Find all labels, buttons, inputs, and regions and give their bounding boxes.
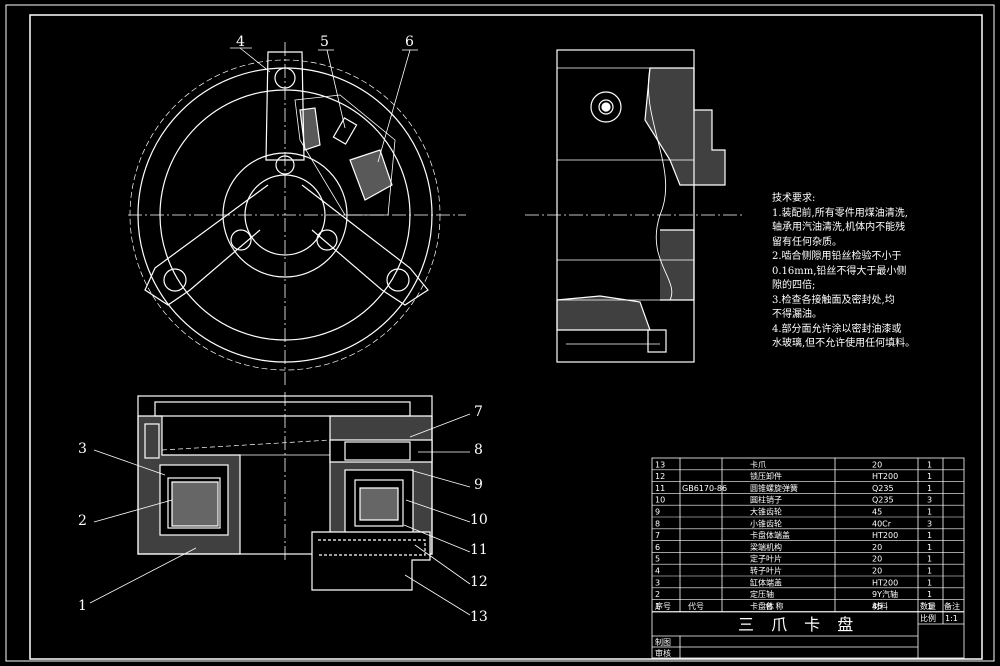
bom-cell: 7 xyxy=(655,531,660,540)
scale-value: 1:1 xyxy=(945,614,958,623)
note-line: 2.啮合侧隙用铅丝检验不小于 xyxy=(772,251,902,262)
bom-header-qty: 数量 xyxy=(920,601,936,611)
side-view xyxy=(525,49,745,363)
balloon-2: 2 xyxy=(78,513,87,529)
balloon-6: 6 xyxy=(405,34,414,50)
bom-cell: 转子叶片 xyxy=(750,566,782,576)
bom-header-code: 代号 xyxy=(688,601,704,611)
balloon-12: 12 xyxy=(470,574,488,590)
note-line: 不得漏油。 xyxy=(772,309,822,320)
bom-cell: 卡盘体端盖 xyxy=(750,530,790,540)
drawn-label: 制图 xyxy=(655,637,671,647)
bom-cell: 1 xyxy=(655,602,660,611)
bom-header-remark: 备注 xyxy=(944,601,960,611)
bom-cell: 6 xyxy=(655,543,660,552)
note-line: 4.部分面允许涂以密封油漆或 xyxy=(772,323,902,335)
technical-requirements: 技术要求: 1.装配前,所有零件用煤油清洗, 轴承用汽油清洗,机体内不能残 留有… xyxy=(772,192,972,352)
balloon-5: 5 xyxy=(320,34,329,50)
bom-cell: 10 xyxy=(655,496,665,505)
bom-header-material: 材料 xyxy=(872,601,888,611)
bom-cell: 3 xyxy=(655,578,660,587)
front-view xyxy=(128,42,466,385)
bom-cell: 定压轴 xyxy=(750,589,774,599)
bom-cell: 梁端机构 xyxy=(750,542,782,552)
bom-cell: 1 xyxy=(927,555,932,564)
note-line: 留有任何杂质。 xyxy=(772,236,842,248)
bom-cell: 1 xyxy=(927,543,932,552)
note-line: 0.16mm,铅丝不得大于最小侧 xyxy=(772,265,907,277)
notes-heading: 技术要求: xyxy=(772,193,816,204)
bom-cell: 20 xyxy=(872,460,882,469)
bom-cell: 20 xyxy=(872,543,882,552)
bom-cell: 4 xyxy=(655,567,660,576)
balloon-4: 4 xyxy=(236,34,245,50)
balloon-3: 3 xyxy=(78,441,87,457)
bom-cell: 定子叶片 xyxy=(750,554,782,564)
bom-cell: HT200 xyxy=(872,531,898,540)
bom-cell: 1 xyxy=(927,567,932,576)
balloon-7: 7 xyxy=(474,404,483,420)
bom-cell: 圆锥螺旋弹簧 xyxy=(750,483,798,493)
bom-cell: 9 xyxy=(655,508,660,517)
note-line: 隙的四倍; xyxy=(772,280,816,291)
bom-cell: 1 xyxy=(927,460,932,469)
scale-label: 比例 xyxy=(920,613,936,623)
balloon-10: 10 xyxy=(470,512,488,528)
section-view xyxy=(137,392,433,591)
outer-border xyxy=(5,4,995,662)
note-line: 1.装配前,所有零件用煤油清洗, xyxy=(772,207,908,219)
bom-cell: GB6170-86 xyxy=(682,484,727,493)
bom-cell: 圆柱销子 xyxy=(750,495,782,505)
bom-cell: 40Cr xyxy=(872,519,892,528)
balloon-9: 9 xyxy=(474,477,483,493)
bom-cell: 3 xyxy=(927,496,932,505)
bom-cell: 3 xyxy=(927,519,932,528)
section-leaders xyxy=(89,413,471,616)
bom-cell: 45 xyxy=(872,508,882,517)
bom-cell: 1 xyxy=(927,602,932,611)
bom-cell: 1 xyxy=(927,484,932,493)
bom-cell: 1 xyxy=(927,531,932,540)
bom-cell: 12 xyxy=(655,472,665,481)
note-line: 水玻璃,但不允许使用任何填料。 xyxy=(772,338,916,349)
bom-cell: 卡爪 xyxy=(750,459,766,469)
bom-cell: HT200 xyxy=(872,472,898,481)
bom-cell: 1 xyxy=(927,590,932,599)
inner-frame xyxy=(29,14,983,660)
bom-cell: 1 xyxy=(927,508,932,517)
bom-cell: 20 xyxy=(872,567,882,576)
balloon-1: 1 xyxy=(78,598,87,614)
bom-cell: 大锥齿轮 xyxy=(750,507,782,517)
bom-cell: HT200 xyxy=(872,578,898,587)
bom-cell: 卡盘体 xyxy=(750,601,774,611)
bom-cell: 8 xyxy=(655,519,660,528)
note-line: 轴承用汽油清洗,机体内不能残 xyxy=(772,222,906,233)
bom-cell: 20 xyxy=(872,555,882,564)
bom-header-name: 名 称 xyxy=(765,601,784,611)
bom-cell: 2 xyxy=(655,590,660,599)
bom-header-no: 序号 xyxy=(655,601,671,611)
bom-cell: Q235 xyxy=(872,484,894,493)
balloon-11: 11 xyxy=(470,542,488,558)
bom-cell: 锁压卸件 xyxy=(750,471,782,481)
bom-cell: 45 xyxy=(872,602,882,611)
balloon-8: 8 xyxy=(474,442,483,458)
drawing-title: 三 爪 卡 盘 xyxy=(738,615,859,634)
bom-cell: 小锥齿轮 xyxy=(750,518,782,528)
bom-cell: 9Y汽轴 xyxy=(872,589,898,599)
bom-cell: 1 xyxy=(927,578,932,587)
bom-cell: Q235 xyxy=(872,496,894,505)
balloon-13: 13 xyxy=(470,609,488,625)
bom-cell: 13 xyxy=(655,460,665,469)
bom-cell: 1 xyxy=(927,472,932,481)
checked-label: 审核 xyxy=(655,648,671,658)
bom-cell: 11 xyxy=(655,484,665,493)
front-leaders xyxy=(230,47,418,163)
bom-cell: 缸体端盖 xyxy=(750,577,782,587)
note-line: 3.检查各接触面及密封处,均 xyxy=(772,294,895,306)
bom-cell: 5 xyxy=(655,555,660,564)
